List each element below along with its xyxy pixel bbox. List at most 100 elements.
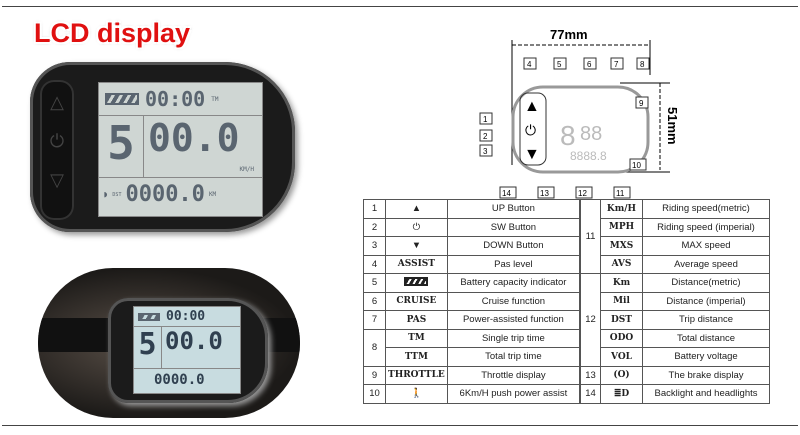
row-code: ASSIST [385,254,448,274]
svg-text:6: 6 [587,60,592,69]
row-desc: Battery voltage [642,347,770,367]
row-num: 8 [363,328,386,367]
battery-icon [105,93,139,105]
button-panel [519,92,547,166]
power-button-icon: ⏻ [385,217,448,237]
speed-readout: 00.0 [148,116,240,160]
headlight-icon: ≣D [600,384,643,404]
row-code: TM [385,328,448,348]
row-code: CRUISE [385,291,448,311]
time-readout: 00:00 [166,309,206,324]
height-dimension: 51mm [665,107,680,145]
row-desc: 6Km/H push power assist [446,384,581,404]
table-row: 3▼DOWN Button [363,236,581,256]
row-desc: UP Button [446,199,581,219]
frame [2,6,798,426]
row-code: TTM [385,347,448,367]
svg-text:4: 4 [527,60,532,69]
row-num: 6 [363,291,386,311]
row-desc: Cruise function [446,291,581,311]
row-num: 7 [363,310,386,330]
up-button-icon: △ [50,92,64,112]
lcd-segment-digits: 8888.8 [570,149,607,163]
row-code: VOL [600,347,643,367]
lcd-segment-digits: 88 [580,123,602,145]
table-row: 10🚶6Km/H push power assist [363,384,581,404]
battery-icon [138,312,160,321]
down-button-icon: ▼ [385,236,448,256]
table-row: 1▲UP Button [363,199,581,219]
distance-readout: 0000.0 [125,182,205,207]
row-code: THROTTLE [385,365,448,385]
tm-label: TM [211,95,219,103]
dst-label: DST [112,191,122,198]
row-code: Km/H [600,199,643,219]
table-row: 13(O)The brake display [580,365,770,385]
svg-text:12: 12 [578,189,587,198]
table-row: 2⏻SW Button [363,217,581,237]
row-desc: Distance (imperial) [642,291,770,311]
row-desc: Average speed [642,254,770,274]
headlight-icon: ◗ [103,189,109,200]
distance-readout: 0000.0 [154,372,205,388]
row-desc: Battery capacity indicator [446,273,581,293]
svg-text:1: 1 [483,115,488,124]
lcd-segment-digits: 8 [560,120,576,151]
time-readout: 00:00 [145,87,206,111]
page-title: LCD display [34,18,191,48]
row-num: 2 [363,217,386,237]
row-num: 11 [580,199,601,274]
svg-text:8: 8 [640,60,645,69]
row-desc: SW Button [446,217,581,237]
row-num: 4 [363,254,386,274]
row-desc: Riding speed(metric) [642,199,770,219]
callouts: 1 2 3 4 5 6 7 8 9 10 11 12 13 14 [479,57,650,199]
row-desc: DOWN Button [446,236,581,256]
row-desc: The brake display [642,365,770,385]
row-num: 1 [363,199,386,219]
device-outline [511,85,650,174]
down-button-icon: ▼ [524,146,540,163]
row-desc: Total distance [642,328,770,348]
row-num: 5 [363,273,386,293]
distance-unit: KM [208,191,217,198]
row-desc: Power-assisted function [446,310,581,330]
row-desc: Total trip time [446,347,581,367]
svg-text:2: 2 [483,132,488,141]
battery-icon [385,273,448,293]
svg-text:14: 14 [502,189,511,198]
row-code: ODO [600,328,643,348]
row-code: MXS [600,236,643,256]
down-button-icon: ▽ [50,170,64,190]
svg-text:13: 13 [540,189,549,198]
device-buttons: △ ⏻ ▽ [40,80,74,220]
row-num: 12 [580,273,601,367]
speed-unit: KM/H [239,166,254,173]
row-num: 14 [580,384,601,404]
power-button-icon: ⏻ [49,131,65,151]
row-desc: Single trip time [446,328,581,348]
lcd-dimension-diagram: 77mm 51mm ▲ ⏻ ▼ 8 88 8888.8 1 2 3 4 5 6 … [479,27,680,199]
svg-text:9: 9 [639,99,644,108]
row-num: 9 [363,365,386,385]
walking-person-icon: 🚶 [385,384,448,404]
